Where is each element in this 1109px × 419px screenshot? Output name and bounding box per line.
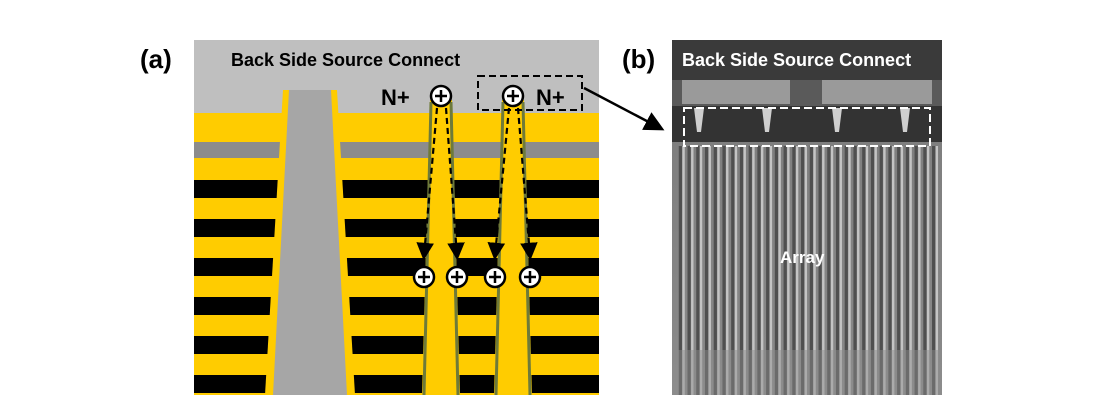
tem-column-dark	[827, 146, 831, 395]
array-label: Array	[780, 248, 825, 267]
tem-array-columns	[678, 146, 939, 395]
stack-gray-band	[194, 142, 599, 158]
tem-column-dark	[914, 146, 918, 395]
tem-column-light	[734, 146, 738, 395]
tem-top-dark	[672, 40, 942, 80]
n-plus-right-label: N+	[536, 85, 565, 110]
tem-column-light	[935, 146, 939, 395]
tem-column-dark	[739, 146, 744, 395]
tem-column-light	[699, 146, 703, 395]
tem-column-dark	[870, 146, 875, 395]
plus-circle-icon	[483, 265, 507, 289]
panel-a-label: (a)	[140, 44, 172, 74]
tem-column-light	[743, 146, 746, 395]
tem-column-dark	[687, 146, 691, 395]
plus-circle-icon	[501, 84, 525, 108]
tem-column-light	[760, 146, 764, 395]
tem-column-light	[874, 146, 877, 395]
tem-column-light	[717, 146, 720, 395]
tem-column-dark	[783, 146, 787, 395]
tem-column-dark	[853, 146, 857, 395]
tem-column-dark	[731, 146, 735, 395]
tem-column-light	[857, 146, 860, 395]
callout-box	[477, 75, 583, 111]
panel-b-label: (b)	[622, 44, 656, 74]
hole-plus-icons	[412, 84, 542, 289]
tem-column-light	[769, 146, 773, 395]
tem-column-dark	[932, 146, 936, 395]
central-slit	[273, 90, 347, 395]
tem-column-light	[891, 146, 895, 395]
hole-flow-arrows	[416, 107, 538, 261]
tem-dashed-box	[683, 107, 931, 147]
tem-column-dark	[722, 146, 726, 395]
n-plus-left-label: N+	[381, 85, 410, 110]
plus-circle-icon	[445, 265, 469, 289]
tem-column-dark	[704, 146, 709, 395]
tem-column-dark	[766, 146, 770, 395]
tem-contact-band	[672, 106, 942, 142]
tem-column-light	[778, 146, 781, 395]
tem-column-dark	[748, 146, 752, 395]
panel-b-title: Back Side Source Connect	[682, 50, 911, 70]
tem-column-dark	[844, 146, 848, 395]
tem-column-light	[883, 146, 886, 395]
tem-column-light	[813, 146, 816, 395]
panel-b-tem-image: Back Side Source Connect Array	[672, 40, 942, 395]
plus-circle-icon	[412, 265, 436, 289]
panel-a-diagram: Back Side Source Connect N+ N+	[194, 40, 665, 396]
tem-column-dark	[713, 146, 717, 395]
tem-column-light	[708, 146, 711, 395]
tem-column-light	[865, 146, 869, 395]
panel-a-title: Back Side Source Connect	[231, 50, 460, 70]
tem-column-dark	[818, 146, 822, 395]
tem-column-dark	[696, 146, 700, 395]
tem-column-light	[691, 146, 694, 395]
tem-column-dark	[888, 146, 892, 395]
tem-column-dark	[905, 146, 910, 395]
tem-column-light	[787, 146, 790, 395]
tem-column-dark	[792, 146, 796, 395]
tem-column-dark	[774, 146, 779, 395]
tem-column-dark	[809, 146, 813, 395]
back-side-source-layer	[194, 40, 599, 113]
tem-column-dark	[897, 146, 901, 395]
tem-column-light	[752, 146, 755, 395]
tem-column-light	[909, 146, 912, 395]
tem-column-light	[839, 146, 842, 395]
tem-column-dark	[757, 146, 761, 395]
tem-column-dark	[835, 146, 840, 395]
tem-column-dark	[862, 146, 866, 395]
tem-column-light	[900, 146, 904, 395]
tem-column-light	[726, 146, 729, 395]
tem-column-light	[822, 146, 825, 395]
tem-column-light	[918, 146, 921, 395]
callout-arrow	[583, 86, 665, 131]
tem-block	[682, 80, 790, 104]
tem-column-dark	[879, 146, 883, 395]
plus-circle-icon	[518, 265, 542, 289]
tem-column-dark	[801, 146, 805, 395]
plus-circle-icon	[429, 84, 453, 108]
tem-column-dark	[923, 146, 927, 395]
tem-column-light	[926, 146, 930, 395]
tem-column-light	[682, 146, 685, 395]
tem-bottom-band	[672, 350, 942, 395]
tem-column-light	[804, 146, 808, 395]
tem-contact-plugs	[694, 108, 910, 132]
tem-column-light	[848, 146, 851, 395]
tem-block	[822, 80, 932, 104]
tem-column-light	[795, 146, 799, 395]
tem-column-dark	[678, 146, 682, 395]
tem-column-light	[830, 146, 834, 395]
